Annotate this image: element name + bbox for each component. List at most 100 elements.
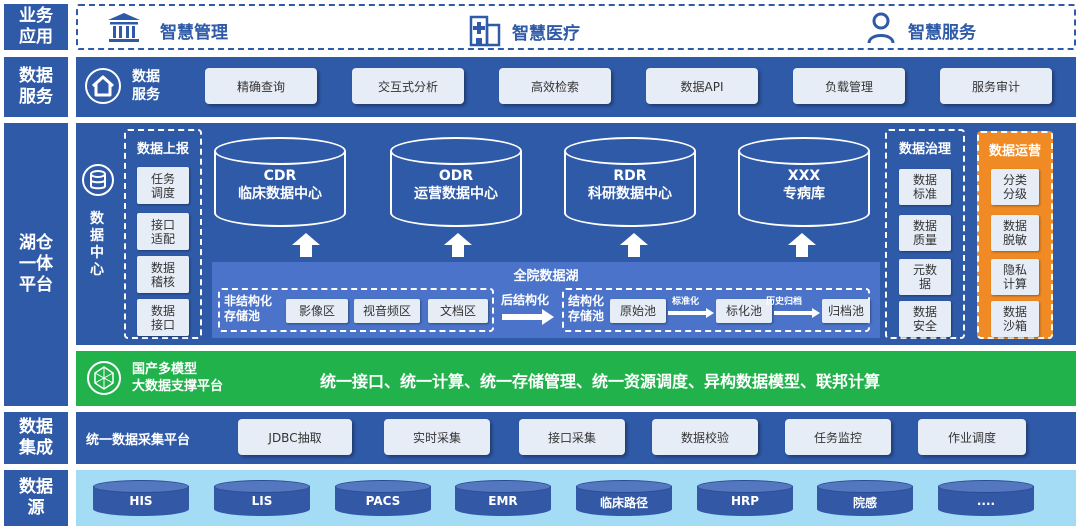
app-smart-healthcare[interactable]: 智慧医疗 [468,11,580,51]
app-label: 智慧医疗 [512,23,580,44]
service-chip-service-audit[interactable]: 服务审计 [940,68,1052,104]
right-arrow-icon [668,308,714,318]
up-arrow-icon [788,233,816,257]
data-governance-title: 数据治理 [898,142,951,157]
operations-item-privacy-compute[interactable]: 隐私 计算 [991,259,1039,295]
report-item-data-audit[interactable]: 数据 稽核 [137,256,189,293]
operations-item-classification[interactable]: 分类 分级 [991,169,1039,205]
source-more[interactable]: .... [938,480,1034,516]
up-arrow-icon [620,233,648,257]
governance-item-security[interactable]: 数据 安全 [899,301,951,337]
pool-item-archive[interactable]: 归档池 [822,299,870,323]
data-integration-band: 统一数据采集平台 JDBC抽取 实时采集 接口采集 数据校验 任务监控 作业调度 [76,412,1076,464]
business-app-band: 智慧管理 智慧医疗 智慧服务 [76,4,1076,50]
data-center-title: 数 据 中 心 [90,211,104,278]
service-chip-precise-query[interactable]: 精确查询 [205,68,317,104]
pool-item-imaging[interactable]: 影像区 [286,299,348,323]
source-label: EMR [488,494,518,508]
governance-item-metadata[interactable]: 元数 据 [899,259,951,295]
source-emr[interactable]: EMR [455,480,551,516]
post-structuring-label: 后结构化 [501,293,550,307]
structured-pool-title: 结构化 存储池 [568,294,605,323]
db-name: 专病库 [783,186,825,202]
integration-chip-job-scheduling[interactable]: 作业调度 [918,419,1026,455]
source-label: 院感 [852,496,877,510]
pool-item-documents[interactable]: 文档区 [428,299,488,323]
source-infection-control[interactable]: 院感 [817,480,913,516]
data-report-box: 数据上报 任务 调度 接口 适配 数据 稽核 数据 接口 [124,129,202,339]
db-name: 临床数据中心 [238,186,322,202]
integration-chip-validation[interactable]: 数据校验 [652,419,758,455]
service-chip-load-management[interactable]: 负载管理 [793,68,905,104]
data-source-band: HIS LIS PACS EMR 临床路径 HRP 院感 .... [76,470,1076,526]
source-hrp[interactable]: HRP [697,480,793,516]
service-chip-interactive-analysis[interactable]: 交互式分析 [352,68,464,104]
report-item-task-scheduling[interactable]: 任务 调度 [137,167,189,204]
pool-item-standardized[interactable]: 标化池 [716,299,772,323]
data-service-title: 数据 服务 [132,69,160,103]
data-service-band: 数据 服务 精确查询 交互式分析 高效检索 数据API 负载管理 服务审计 [76,57,1076,117]
data-governance-box: 数据治理 数据 标准 数据 质量 元数 据 数据 安全 [885,129,965,339]
app-smart-management[interactable]: 智慧管理 [106,11,228,49]
integration-chip-interface[interactable]: 接口采集 [519,419,625,455]
db-code: CDR [263,168,297,184]
row-label-lakehouse-platform: 湖仓 一体 平台 [4,123,68,406]
database-rdr[interactable]: RDR 科研数据中心 [564,137,696,227]
pool-item-raw[interactable]: 原始池 [610,299,666,323]
data-lake-title: 全院数据湖 [513,269,579,284]
database-icon [81,163,115,201]
network-icon [86,360,122,400]
source-his[interactable]: HIS [93,480,189,516]
database-cdr[interactable]: CDR 临床数据中心 [214,137,346,227]
governance-item-standard[interactable]: 数据 标准 [899,169,951,205]
source-label: LIS [251,494,273,508]
right-arrow-icon [774,308,820,318]
collection-platform-title: 统一数据采集平台 [86,433,191,448]
service-chip-data-api[interactable]: 数据API [646,68,758,104]
building-icon [106,11,142,49]
hospital-data-lake: 全院数据湖 非结构化 存储池 影像区 视音频区 文档区 后结构化 结构化 存储池… [212,262,880,338]
row-label-data-integration: 数据 集成 [4,412,68,464]
pool-item-audio-video[interactable]: 视音频区 [354,299,420,323]
up-arrow-icon [444,233,472,257]
governance-item-quality[interactable]: 数据 质量 [899,215,951,251]
right-arrow-icon [502,309,554,325]
source-label: 临床路径 [599,496,648,510]
db-code: RDR [613,168,647,184]
bigdata-platform-title: 国产多模型 大数据支撑平台 [132,362,224,394]
report-item-interface-adapter[interactable]: 接口 适配 [137,213,189,250]
report-item-data-interface[interactable]: 数据 接口 [137,299,189,336]
db-code: ODR [438,168,474,184]
data-operations-title: 数据运营 [988,144,1041,159]
source-label: .... [976,494,996,508]
service-chip-efficient-search[interactable]: 高效检索 [499,68,611,104]
row-label-business-app: 业务 应用 [4,4,68,50]
source-pacs[interactable]: PACS [335,480,431,516]
app-label: 智慧管理 [160,22,228,43]
app-smart-service[interactable]: 智慧服务 [866,11,976,49]
source-label: HIS [129,494,153,508]
flow-label-standardize: 标准化 [672,297,700,307]
data-report-title: 数据上报 [136,142,189,157]
unstructured-pool-title: 非结构化 存储池 [224,294,273,323]
home-icon [84,67,122,109]
unstructured-pool: 非结构化 存储池 影像区 视音频区 文档区 [218,288,494,332]
integration-chip-task-monitor[interactable]: 任务监控 [785,419,891,455]
integration-chip-jdbc[interactable]: JDBC抽取 [238,419,352,455]
source-clinical-pathway[interactable]: 临床路径 [576,480,672,516]
row-label-data-service: 数据 服务 [4,57,68,117]
bigdata-platform-band: 国产多模型 大数据支撑平台 统一接口、统一计算、统一存储管理、统一资源调度、异构… [76,351,1076,406]
data-center-panel: 数 据 中 心 数据上报 任务 调度 接口 适配 数据 稽核 数据 接口 CDR… [76,123,1076,345]
structured-pool: 结构化 存储池 原始池 标准化 标化池 历史归档 归档池 [562,288,870,332]
operations-item-masking[interactable]: 数据 脱敏 [991,215,1039,251]
db-name: 科研数据中心 [588,186,672,202]
operations-item-sandbox[interactable]: 数据 沙箱 [991,301,1039,337]
data-operations-box: 数据运营 分类 分级 数据 脱敏 隐私 计算 数据 沙箱 [977,131,1053,339]
integration-chip-realtime[interactable]: 实时采集 [384,419,490,455]
bigdata-platform-capabilities: 统一接口、统一计算、统一存储管理、统一资源调度、异构数据模型、联邦计算 [320,372,881,391]
app-label: 智慧服务 [908,22,976,43]
row-label-data-source: 数据 源 [4,470,68,526]
source-lis[interactable]: LIS [214,480,310,516]
